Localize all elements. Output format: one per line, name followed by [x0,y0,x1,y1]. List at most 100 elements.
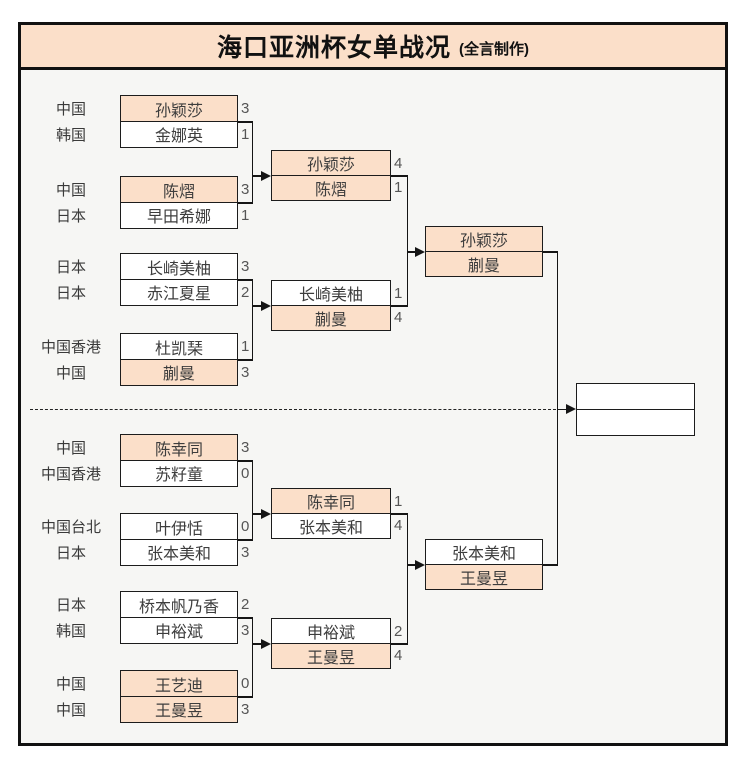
player-row: 中国台北 叶伊恬 0 [22,513,259,540]
player-row: 中国 王曼昱 3 [22,695,259,723]
player-row: 中国香港 苏籽童 0 [22,459,259,487]
player-name-cell: 金娜英 [120,120,238,148]
score-label: 3 [241,100,250,117]
score-label: 1 [241,125,250,143]
connector-line [238,279,253,281]
player-row: 韩国 申裕斌 3 [22,616,259,644]
arrow-right-icon [261,170,271,181]
score-label: 3 [241,621,250,639]
player-row: 中国 孙颖莎 3 [22,95,259,122]
player-row: 王曼昱 4 [271,642,412,669]
connector-line [543,251,558,253]
player-name-cell: 长崎美柚 [120,253,238,280]
country-label: 中国 [55,440,86,457]
player-row: 王曼昱 [425,563,543,590]
player-row: 蒯曼 4 [271,304,412,331]
score-label: 1 [394,179,403,196]
player-name-cell: 早田希娜 [120,201,238,229]
player-name-cell [576,383,695,410]
country-label: 中国台北 [40,519,101,536]
score-label: 2 [241,283,250,301]
country-label: 日本 [55,284,86,302]
player-name-cell: 苏籽童 [120,459,238,487]
player-name-cell: 申裕斌 [271,618,391,644]
arrow-right-icon [415,559,425,570]
player-name-cell: 赤江夏星 [120,278,238,306]
connector-line [251,279,253,361]
country-label: 韩国 [55,622,86,640]
score-label: 2 [394,622,403,640]
arrow-right-icon [261,300,271,311]
player-row: 陈幸同 1 [271,488,412,514]
connector-line [238,359,253,361]
connector-line [251,460,253,541]
player-name-cell: 申裕斌 [120,616,238,644]
score-label: 4 [394,309,403,326]
country-label: 中国 [55,101,86,118]
country-label: 日本 [55,544,86,562]
player-name-cell: 长崎美柚 [271,280,391,306]
arrow-right-icon [566,404,576,414]
player-name-cell: 王曼昱 [120,695,238,723]
player-name-cell [576,408,695,436]
player-row: 张本美和 4 [271,512,412,539]
country-label: 中国香港 [40,465,101,483]
connector-line [406,513,408,645]
player-name-cell: 张本美和 [271,512,391,539]
title-credit: (全言制作) [459,41,529,58]
score-label: 2 [241,596,250,613]
connector-line [407,564,418,566]
player-name-cell: 陈幸同 [120,434,238,461]
score-label: 3 [241,439,250,456]
player-row: 申裕斌 2 [271,618,412,644]
player-row: 中国 蒯曼 3 [22,358,259,386]
title-bar: 海口亚洲杯女单战况 (全言制作) [21,25,725,70]
player-name-cell: 蒯曼 [271,304,391,331]
score-label: 1 [241,206,250,224]
connector-line [406,175,408,307]
player-name-cell: 张本美和 [120,538,238,566]
country-label: 中国 [55,182,86,199]
player-row: 韩国 金娜英 1 [22,120,259,148]
score-label: 1 [241,338,250,355]
connector-line [252,175,263,177]
player-name-cell: 王曼昱 [271,642,391,669]
score-label: 1 [394,284,403,302]
country-label: 中国 [55,676,86,693]
country-label: 中国 [55,364,86,382]
connector-line [391,305,407,307]
score-label: 3 [241,363,250,381]
player-row: 日本 早田希娜 1 [22,201,259,229]
arrow-right-icon [415,246,425,257]
player-name-cell: 蒯曼 [120,358,238,386]
score-label: 4 [394,647,403,664]
player-row [576,383,695,410]
player-row: 日本 长崎美柚 3 [22,253,259,280]
connector-line [391,513,407,515]
score-label: 0 [241,518,250,535]
connector-line [556,251,558,566]
player-name-cell: 陈熠 [120,176,238,203]
player-name-cell: 王艺迪 [120,670,238,697]
player-row [576,408,695,436]
player-row: 中国 王艺迪 0 [22,670,259,697]
player-row: 孙颖莎 4 [271,150,412,176]
country-label: 日本 [55,207,86,225]
score-label: 1 [394,492,403,510]
player-row: 孙颖莎 [425,226,543,252]
connector-line [557,408,569,411]
connector-line [251,617,253,698]
connector-line [391,643,407,645]
connector-line [251,121,253,204]
connector-line [252,305,263,307]
player-name-cell: 王曼昱 [425,563,543,590]
score-label: 3 [241,543,250,561]
connector-line [407,251,418,253]
score-label: 4 [394,517,403,534]
connector-line [238,617,253,619]
connector-line [238,202,253,204]
player-name-cell: 叶伊恬 [120,513,238,540]
player-name-cell: 陈熠 [271,174,391,201]
country-label: 日本 [55,259,86,276]
